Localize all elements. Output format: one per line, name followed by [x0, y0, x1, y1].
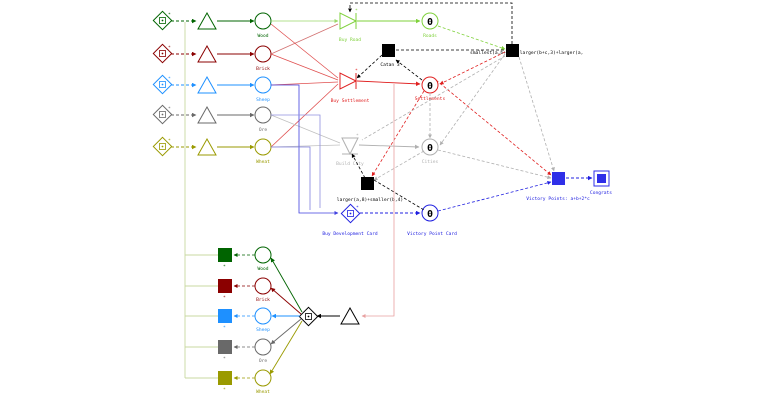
longest-road-label: smallest(a,b+c) + larger(b+c,3)+larger(a…: [470, 50, 583, 56]
buy-road-star: *: [355, 8, 358, 14]
victory-points-register[interactable]: Victory Points: a+b+2*c: [526, 172, 590, 202]
build-city-converter[interactable]: * Build City: [336, 133, 364, 167]
wheat-bottom-label: Wheat: [256, 389, 270, 395]
sheep-pool-label: Sheep: [256, 97, 270, 103]
wood-bottom-star: *: [223, 264, 226, 270]
wheat-gate[interactable]: [197, 137, 217, 156]
build-city-flow: [358, 144, 420, 150]
brick-bottom-pool[interactable]: Brick: [254, 277, 272, 303]
wheat-bottom-star: *: [223, 387, 226, 393]
larger-smaller-label: larger(a,8)+smaller(b,4): [337, 197, 403, 203]
wood-gate[interactable]: [197, 11, 217, 30]
brick-source[interactable]: *: [152, 43, 173, 64]
ore-bottom-pool[interactable]: Ore: [254, 338, 272, 364]
ore-source-star: *: [168, 106, 171, 112]
buy-settlement-converter[interactable]: * Buy Settlement: [331, 68, 370, 104]
wheat-bottom-pool[interactable]: Wheat: [254, 369, 272, 395]
buy-settlement-star: *: [355, 68, 358, 74]
congrats-end[interactable]: Congrats: [590, 170, 612, 196]
brick-row: * Brick: [152, 43, 272, 72]
robber-to-pools-flows: [269, 257, 303, 375]
ore-bottom-star: *: [223, 356, 226, 362]
brick-gate[interactable]: [197, 44, 217, 63]
build-city-star: *: [356, 133, 359, 139]
wood-pool[interactable]: [254, 12, 272, 30]
build-city-label: Build City: [336, 161, 364, 167]
sheep-gate[interactable]: [197, 75, 217, 94]
buy-dev-card-star: *: [356, 205, 359, 211]
wheat-source[interactable]: *: [152, 136, 173, 157]
sheep-bottom-star: *: [223, 325, 226, 331]
wood-bottom-pool[interactable]: Wood: [254, 246, 272, 272]
sheep-row: * Sheep: [152, 74, 272, 103]
brick-bottom-label: Brick: [256, 297, 270, 303]
buy-road-label: Buy Road: [339, 37, 361, 43]
settlements-count: 0: [427, 81, 433, 92]
buy-settlement-flow: [356, 80, 421, 87]
brick-bottom-star: *: [223, 295, 226, 301]
sheep-bottom-pool[interactable]: Sheep: [254, 307, 272, 333]
ore-bottom-register[interactable]: *: [218, 340, 232, 362]
catan-register[interactable]: Catan 3: [380, 44, 400, 68]
cities-count: 0: [427, 143, 433, 154]
wood-pool-label: Wood: [257, 33, 268, 39]
bottom-pool-to-register-flows: [233, 253, 255, 380]
wood-row: * Wood: [152, 10, 272, 39]
robber-dice-source[interactable]: [298, 306, 319, 327]
ore-bottom-label: Ore: [259, 358, 268, 364]
ore-row: * Ore: [152, 104, 272, 133]
vp-card-pool[interactable]: 0 Victory Point Card: [407, 204, 457, 237]
ore-source[interactable]: *: [152, 104, 173, 125]
resource-to-converter-flows: [270, 19, 341, 215]
cities-label: Cities: [422, 159, 439, 165]
state-connections: [348, 2, 555, 212]
longest-road-register[interactable]: smallest(a,b+c) + larger(b+c,3)+larger(a…: [470, 44, 583, 57]
ore-pool-label: Ore: [259, 127, 268, 133]
trade-gate[interactable]: [340, 306, 360, 325]
roads-count: 0: [427, 17, 433, 28]
brick-pool-label: Brick: [256, 66, 270, 72]
sheep-pool[interactable]: [254, 76, 272, 94]
cities-pool[interactable]: 0 Cities: [421, 138, 439, 165]
victory-points-label: Victory Points: a+b+2*c: [526, 196, 590, 202]
roads-pool[interactable]: 0 Roads: [421, 12, 439, 39]
wood-bottom-register[interactable]: *: [218, 248, 232, 270]
brick-bottom-register[interactable]: *: [218, 279, 232, 301]
buy-dev-card-label: Buy Development Card: [322, 231, 378, 237]
wheat-bottom-register[interactable]: *: [218, 371, 232, 393]
brick-source-star: *: [168, 45, 171, 51]
ore-pool[interactable]: [254, 106, 272, 124]
larger-smaller-register[interactable]: larger(a,8)+smaller(b,4): [337, 177, 403, 203]
buy-road-converter[interactable]: * Buy Road: [339, 8, 361, 43]
roads-label: Roads: [423, 33, 437, 39]
sheep-bottom-register[interactable]: *: [218, 309, 232, 331]
vp-card-count: 0: [427, 209, 433, 220]
ore-gate[interactable]: [197, 105, 217, 124]
wheat-pool[interactable]: [254, 138, 272, 156]
catan-label: Catan 3: [380, 62, 400, 68]
wood-source[interactable]: *: [152, 10, 173, 31]
wheat-source-star: *: [168, 138, 171, 144]
wheat-pool-label: Wheat: [256, 159, 270, 165]
brick-pool[interactable]: [254, 45, 272, 63]
wheat-row: * Wheat: [152, 136, 272, 165]
trunk-connectors: [184, 22, 218, 379]
congrats-label: Congrats: [590, 190, 612, 196]
sheep-source-star: *: [168, 76, 171, 82]
settlement-feed-line: [361, 84, 395, 318]
vp-card-label: Victory Point Card: [407, 231, 457, 237]
buy-settlement-label: Buy Settlement: [331, 98, 370, 104]
wood-bottom-label: Wood: [257, 266, 268, 272]
sheep-bottom-label: Sheep: [256, 327, 270, 333]
sheep-source[interactable]: *: [152, 74, 173, 95]
wood-source-star: *: [168, 12, 171, 18]
buy-dev-card-source[interactable]: * Buy Development Card: [322, 203, 378, 237]
